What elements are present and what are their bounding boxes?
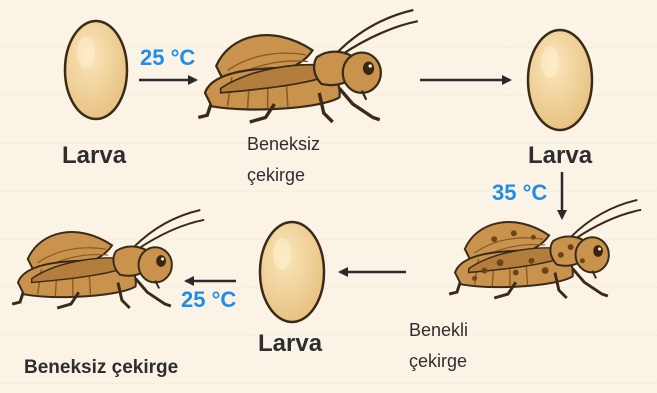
cricket-2-spotted (449, 200, 641, 298)
cricket-1-label-line1: Beneksiz (247, 132, 320, 157)
temperature-2: 35 °C (492, 180, 547, 206)
cricket-2-label-line1: Benekli (409, 318, 468, 343)
cricket-2-label-line2: çekirge (409, 349, 467, 374)
cricket-1-label-line2: çekirge (247, 163, 305, 188)
cricket-1-unspotted (198, 10, 418, 122)
egg-1-label: Larva (62, 142, 126, 170)
egg-2 (528, 30, 592, 130)
egg-2-label: Larva (528, 142, 592, 170)
egg-1 (65, 21, 127, 119)
egg-3 (260, 222, 324, 322)
temperature-1: 25 °C (140, 45, 195, 71)
egg-3-label: Larva (258, 330, 322, 358)
temperature-3: 25 °C (181, 287, 236, 313)
cricket-3-unspotted (12, 210, 204, 308)
cricket-3-label: Beneksiz çekirge (24, 357, 178, 379)
